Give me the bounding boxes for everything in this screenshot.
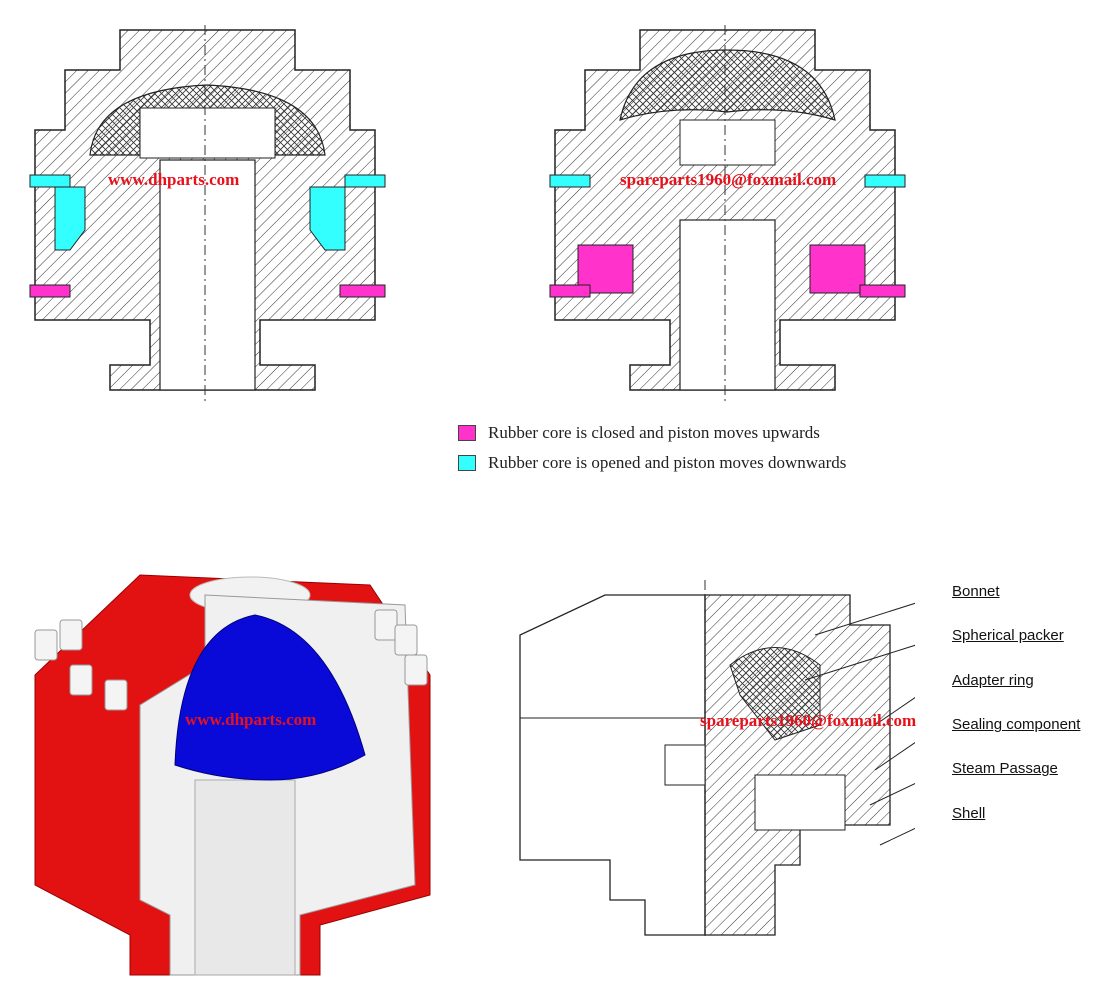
spherical-packer: [729, 647, 821, 741]
watermark-bottom-right: spareparts1960@foxmail.com: [700, 711, 917, 730]
closed-port-right: [339, 284, 386, 298]
closed-port-left: [549, 284, 591, 298]
legend-item-closed: Rubber core is closed and piston moves u…: [458, 418, 846, 448]
callout-adapter-ring: Adapter ring: [952, 672, 1034, 689]
cutaway-3d-render: [34, 574, 431, 976]
leader-lines: [804, 602, 915, 846]
closed-port-right: [859, 284, 906, 298]
section-open-view: [29, 25, 386, 405]
spherical-packer: [174, 614, 366, 781]
closed-port-left: [29, 284, 71, 298]
watermark-bottom-left: www.dhparts.com: [185, 710, 317, 729]
spherical-packer: [89, 84, 326, 156]
legend-swatch-closed: [458, 425, 476, 441]
bolt-heads: [34, 609, 428, 711]
legend-label-open: Rubber core is opened and piston moves d…: [488, 453, 847, 472]
callout-steam-passage: Steam Passage: [952, 760, 1058, 777]
callout-bonnet: Bonnet: [952, 583, 1000, 600]
watermark-top-left: www.dhparts.com: [108, 170, 240, 189]
callout-shell: Shell: [952, 805, 986, 822]
legend-label-closed: Rubber core is closed and piston moves u…: [488, 423, 820, 442]
open-chamber-right: [309, 174, 386, 251]
legend: Rubber core is closed and piston moves u…: [458, 418, 846, 478]
watermark-top-right: spareparts1960@foxmail.com: [620, 170, 837, 189]
legend-item-open: Rubber core is opened and piston moves d…: [458, 448, 846, 478]
exterior-half: [519, 594, 706, 936]
open-chamber-left: [29, 174, 86, 251]
half-section-drawing: [519, 580, 915, 940]
section-half: [704, 594, 891, 936]
closed-chamber-left: [549, 174, 634, 294]
spherical-packer: [619, 49, 836, 121]
section-closed-view: [549, 25, 906, 405]
callout-sealing-component: Sealing component: [952, 716, 1081, 733]
legend-swatch-open: [458, 455, 476, 471]
callout-spherical-packer: Spherical packer: [952, 627, 1064, 644]
closed-chamber-right: [809, 174, 906, 294]
